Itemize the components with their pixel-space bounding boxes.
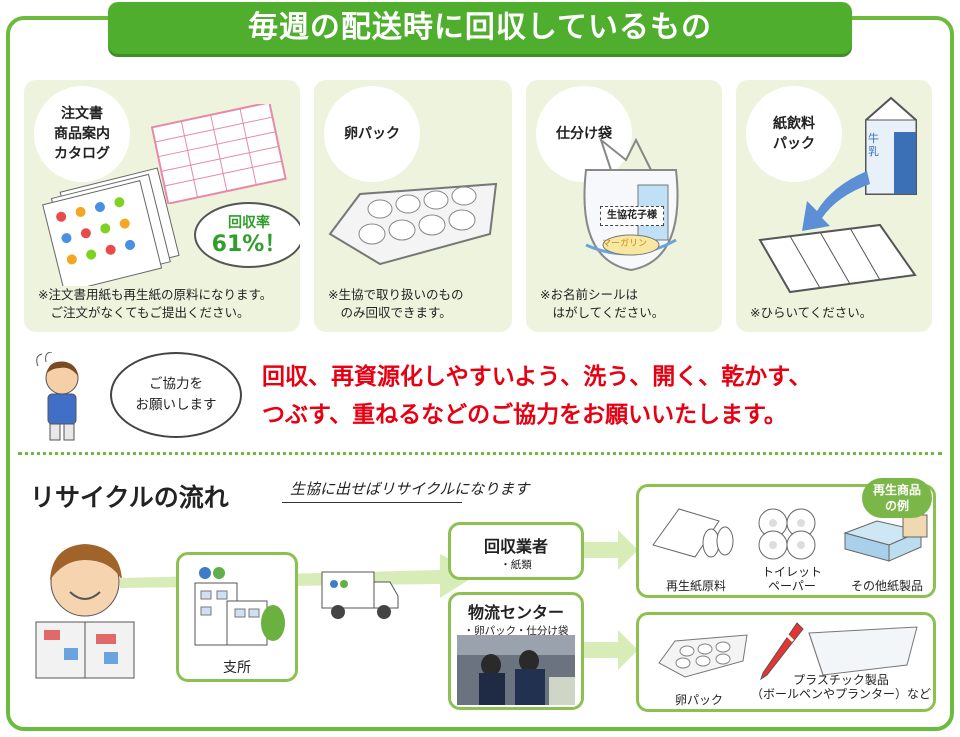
recovery-rate-label: 回収率: [228, 215, 270, 231]
card-note: ※生協で取り扱いのもの のみ回収できます。: [328, 287, 464, 320]
card-note: ※お名前シールは はがしてください。: [540, 287, 665, 320]
branch-label: 支所: [223, 660, 251, 676]
subtitle-underline: [282, 502, 462, 503]
recycled-paper-icon: [652, 508, 734, 558]
arrow-down-left-icon: [802, 171, 870, 231]
card-label: 仕分け袋: [536, 86, 632, 182]
product-label: 卵パック: [674, 693, 723, 707]
egg-pack-icon: [658, 634, 748, 678]
card-note: ※ひらいてください。: [750, 305, 873, 320]
flow-subtitle: 生協に出せばリサイクルになります: [290, 480, 530, 498]
logistics-photo: [457, 635, 575, 705]
flattened-carton-icon: [758, 223, 917, 294]
page-title: 毎週の配送時に回収しているもの: [108, 2, 852, 54]
card-label: 卵パック: [324, 86, 420, 182]
carton-text: 牛乳: [868, 132, 879, 158]
cooperation-message: 回収、再資源化しやすいよう、洗う、開く、乾かす、 つぶす、重ねるなどのご協力をお…: [262, 364, 812, 428]
logistics-sub: ・卵パック・仕分け袋: [463, 625, 569, 637]
flow-arrow: [120, 554, 478, 598]
recovery-rate-bubble: 回収率 61%！: [194, 202, 300, 268]
bowing-person-icon: [36, 352, 79, 441]
branch-office-box: 支所: [176, 552, 298, 682]
logistics-title: 物流センター: [467, 603, 564, 622]
card-label: 注文書 商品案内 カタログ: [34, 86, 130, 182]
recycler-title: 回収業者: [483, 537, 548, 556]
flow-title: リサイクルの流れ: [30, 483, 229, 512]
recycler-box: 回収業者 ・紙類: [448, 522, 584, 580]
product-label: 再生紙原料: [665, 579, 726, 593]
logistics-center-box: 物流センター ・卵パック・仕分け袋: [448, 592, 584, 710]
recycled-examples-tag: 再生商品 の例: [862, 478, 932, 518]
card-note: ※注文書用紙も再生紙の原料になります。 ご注文がなくてもご提出ください。: [38, 287, 273, 320]
card-egg-pack: 卵パック ※生協で取り扱いのもの のみ回収できます。: [314, 80, 512, 332]
cooperation-speech-bubble: ご協力を お願いします: [110, 352, 242, 438]
plastic-products-box: 卵パック プラスチック製品 （ボールペンやプランター）など: [636, 612, 936, 712]
egg-pack-icon: [328, 182, 498, 266]
product-label: その他紙製品: [850, 579, 923, 593]
card-order-forms: 注文書 商品案内 カタログ 回収率 61%！ ※注文書用紙も再生紙の原料になりま…: [24, 80, 300, 332]
flow-arrow: [584, 530, 638, 570]
section-divider: [18, 452, 942, 455]
margarine-label: マーガリン: [602, 239, 648, 249]
planter-icon: [808, 626, 918, 676]
product-label: トイレット ペーパー: [761, 565, 822, 593]
name-sticker: 生協花子様: [600, 206, 664, 226]
delivery-truck-icon: [321, 571, 399, 619]
building-icon: [194, 567, 285, 646]
recovery-rate-value: 61%！: [211, 232, 287, 257]
reading-person-icon: [35, 544, 135, 679]
catalog-illustration: [42, 167, 180, 286]
flow-arrow: [584, 630, 638, 670]
card-paper-carton: 紙飲料 パック 牛乳 ※ひらいてください。: [736, 80, 932, 332]
card-sort-bag: 仕分け袋 生協花子様 マーガリン ※お名前シールは はがしてください。: [526, 80, 722, 332]
tissue-box-icon: [843, 514, 928, 562]
ballpoint-pen-icon: [760, 622, 804, 681]
product-label: プラスチック製品 （ボールペンやプランター）など: [751, 673, 932, 701]
card-label: 紙飲料 パック: [746, 86, 842, 182]
toilet-paper-icon: [758, 508, 816, 560]
pink-form-illustration: [150, 104, 287, 204]
sort-bag-icon: [583, 137, 679, 272]
recycler-sub: ・紙類: [500, 559, 532, 571]
